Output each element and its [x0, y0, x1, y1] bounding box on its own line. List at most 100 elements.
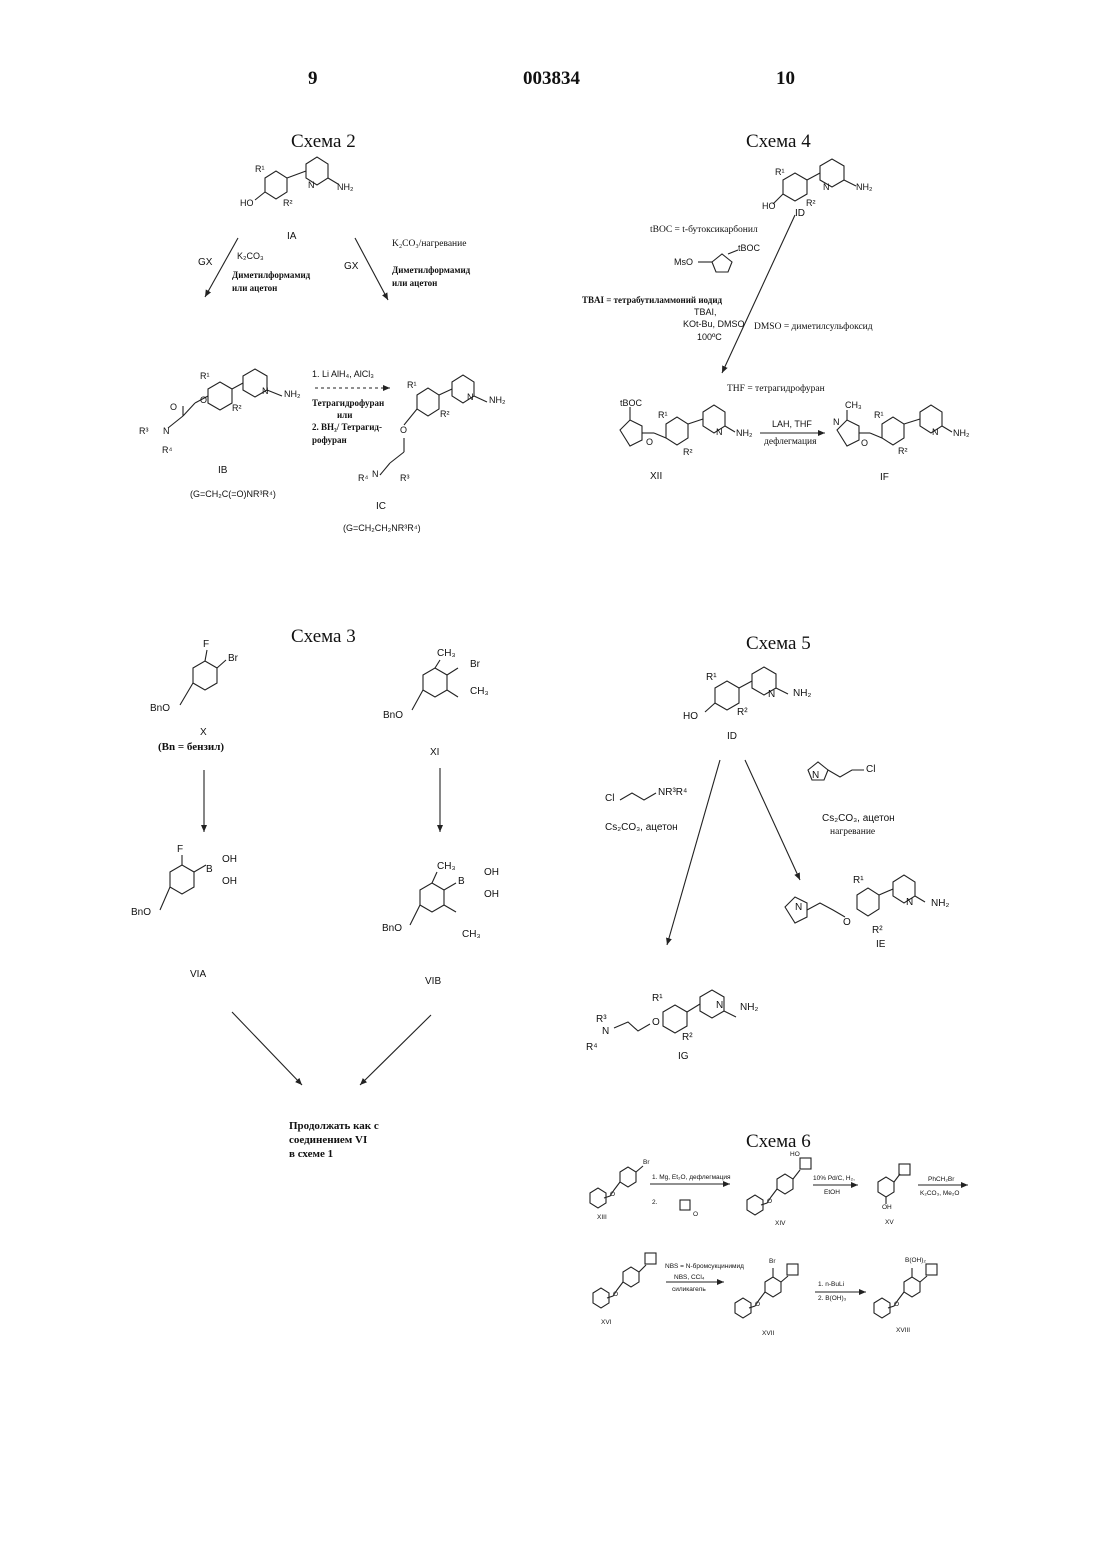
ig-r2: R²: [682, 1033, 693, 1043]
if-n2: N: [932, 428, 939, 437]
if-nh2: NH₂: [953, 429, 970, 438]
right-conditions2: нагревание: [830, 828, 875, 838]
cyclobutanone-o: O: [693, 1212, 698, 1219]
continue-line2: соединением VI: [289, 1135, 367, 1146]
x-bno: BnO: [150, 704, 170, 714]
ia-nh2: NH₂: [337, 183, 354, 192]
if-n1: N: [833, 418, 840, 427]
xii-n: N: [716, 428, 723, 437]
xii-nh2: NH₂: [736, 429, 753, 438]
x-br: Br: [228, 654, 238, 664]
ib-o1: O: [200, 396, 207, 405]
xi-bno: BnO: [383, 711, 403, 721]
s2-left-gx: GX: [198, 258, 212, 268]
if-code: IF: [880, 473, 889, 483]
xii-o: O: [646, 438, 653, 447]
s5-id-r2: R²: [737, 708, 748, 718]
page-number-right: 10: [776, 69, 795, 88]
ic-n: N: [467, 393, 474, 402]
s2-right-solvent1: Диметилформамид: [392, 266, 470, 275]
s2-left-solvent2: или ацетон: [232, 284, 277, 293]
ib-r1: R¹: [200, 372, 210, 381]
xv-code: XV: [885, 1220, 894, 1227]
xvii-o: O: [755, 1302, 760, 1309]
s4-id-r2: R²: [806, 199, 816, 208]
hydrogenation1: 10% Pd/C, H₂,: [813, 1176, 855, 1183]
ib-r3: R³: [139, 427, 149, 436]
right-conditions1: Cs₂CO₃, ацетон: [822, 814, 895, 824]
nbs-definition: NBS = N-бромсукцинимид: [665, 1264, 744, 1271]
x-code: X: [200, 728, 207, 738]
xii-r2: R²: [683, 448, 693, 457]
s2-or: или: [337, 411, 352, 420]
borylation1: 1. n-BuLi: [818, 1282, 844, 1289]
scheme3-title: Схема 3: [291, 627, 356, 646]
benzylation1: PhCH₂Br: [928, 1177, 954, 1184]
scheme5-title: Схема 5: [746, 634, 811, 653]
xviii-code: XVIII: [896, 1328, 910, 1335]
xi-code: XI: [430, 748, 439, 758]
page-number-left: 9: [308, 69, 318, 88]
ib-code: IB: [218, 466, 227, 476]
mso-label: MsO: [674, 258, 693, 267]
scheme2-arrows: [205, 238, 390, 388]
ib-n: N: [262, 387, 269, 396]
ig-r3: R³: [596, 1015, 607, 1025]
ib-g: (G=CH₂C(=O)NR³R⁴): [190, 490, 276, 499]
s4-id-r1: R¹: [775, 168, 785, 177]
xv-oh: OH: [882, 1205, 892, 1212]
ig-r4: R⁴: [586, 1043, 598, 1053]
xviii-o: O: [894, 1302, 899, 1309]
nbs-cond1: NBS, CCl₄: [674, 1275, 704, 1282]
via-bno: BnO: [131, 908, 151, 918]
s4-id-ho: HO: [762, 202, 776, 211]
vib-ch3-bottom: CH₃: [462, 930, 481, 940]
s2-left-reagent: K₂CO₃: [237, 252, 264, 261]
s2-right-gx: GX: [344, 262, 358, 272]
ie-n1: N: [795, 903, 802, 913]
reflux-label: дефлегмация: [764, 438, 817, 448]
ie-r1: R¹: [853, 876, 864, 886]
if-r1: R¹: [874, 411, 884, 420]
vib-b: B: [458, 877, 465, 887]
scheme4-title: Схема 4: [746, 132, 811, 151]
mso-tboc: tBOC: [738, 244, 760, 253]
ig-n2: N: [716, 1001, 723, 1011]
ie-nh2: NH₂: [931, 899, 949, 909]
xii-r1: R¹: [658, 411, 668, 420]
s4-id-code: ID: [795, 209, 805, 219]
ie-n2: N: [906, 898, 913, 908]
hydrogenation2: EtOH: [824, 1190, 840, 1197]
if-r2: R²: [898, 447, 908, 456]
cond-kotbu: KOt-Bu, DMSO: [683, 320, 745, 329]
s5-id-nh2: NH₂: [793, 689, 811, 699]
x-f: F: [203, 640, 209, 650]
benzylation2: K₂CO₃, Me₂O: [920, 1191, 959, 1198]
continue-line1: Продолжать как с: [289, 1121, 379, 1132]
left-conditions: Cs₂CO₃, ацетон: [605, 823, 678, 833]
xii-code: XII: [650, 472, 662, 482]
via-code: VIA: [190, 970, 206, 980]
ig-n1: N: [602, 1027, 609, 1037]
thf-definition: THF = тетрагидрофуран: [727, 385, 825, 395]
ic-g: (G=CH₂CH₂NR³R⁴): [343, 524, 421, 533]
xviii-boh2: B(OH)₂: [905, 1258, 926, 1265]
xiii-br: Br: [643, 1160, 650, 1167]
ib-n-amide: N: [163, 427, 170, 436]
ic-nh2: NH₂: [489, 396, 506, 405]
vib-bno: BnO: [382, 924, 402, 934]
vib-oh1: OH: [484, 868, 499, 878]
via-b: B: [206, 865, 213, 875]
cond-tbai: TBAI,: [694, 308, 717, 317]
vib-ch3-top: CH₃: [437, 862, 456, 872]
xi-br: Br: [470, 660, 480, 670]
ig-nh2: NH₂: [740, 1003, 758, 1013]
ib-o2: O: [170, 403, 177, 412]
scheme6-title: Схема 6: [746, 1132, 811, 1151]
xiii-o: O: [610, 1192, 615, 1199]
ic-code: IC: [376, 502, 386, 512]
vib-oh2: OH: [484, 890, 499, 900]
vib-code: VIB: [425, 977, 441, 987]
via-oh2: OH: [222, 877, 237, 887]
